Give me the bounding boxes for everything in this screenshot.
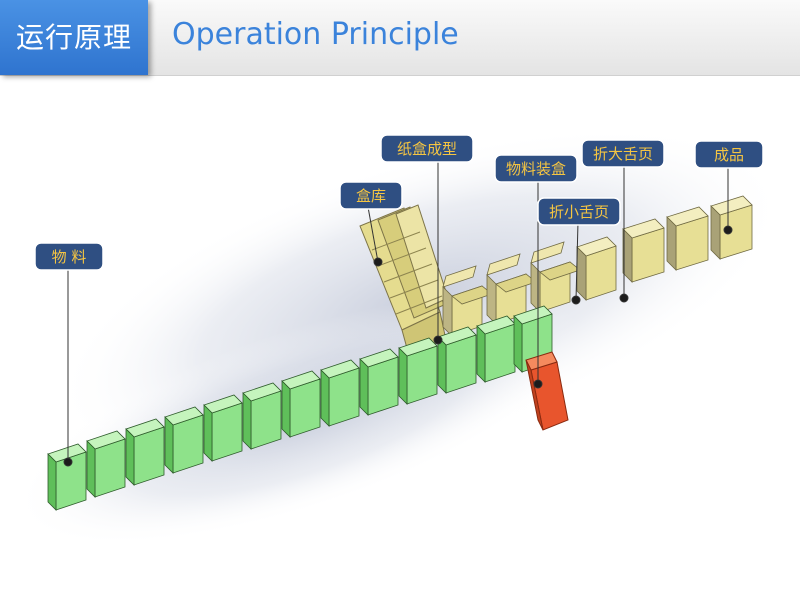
header-bar: 运行原理 Operation Principle (0, 0, 800, 76)
finished-carton (622, 218, 665, 283)
label-material: 物 料 (34, 242, 104, 271)
material-block (242, 382, 282, 450)
finished-carton (666, 206, 709, 271)
label-fold-large-flap: 折大舌页 (581, 139, 665, 168)
open-carton (442, 265, 493, 337)
svg-text:物料装盒: 物料装盒 (506, 160, 566, 178)
label-material-loading: 物料装盒 (494, 154, 578, 183)
material-block (164, 406, 204, 474)
material-block (476, 315, 516, 383)
material-line (47, 305, 553, 511)
label-box-storage: 盒库 (339, 181, 403, 210)
material-block (359, 348, 399, 416)
material-block (203, 394, 243, 462)
material-block (398, 337, 438, 405)
label-finished-product: 成品 (694, 140, 764, 169)
material-block (47, 443, 87, 511)
material-block (86, 430, 126, 498)
section-title-en: Operation Principle (172, 17, 459, 52)
svg-text:盒库: 盒库 (356, 187, 386, 205)
carton-line (622, 195, 753, 283)
material-block (320, 359, 360, 427)
rejected-block (525, 351, 569, 431)
section-title-cn: 运行原理 (0, 0, 148, 75)
label-fold-small-flap: 折小舌页 (537, 197, 621, 226)
material-block (437, 326, 477, 394)
svg-text:物 料: 物 料 (52, 248, 87, 266)
svg-text:折小舌页: 折小舌页 (549, 203, 609, 221)
material-block (125, 418, 165, 486)
open-carton (486, 253, 537, 325)
svg-text:纸盒成型: 纸盒成型 (397, 140, 457, 158)
label-carton-forming: 纸盒成型 (380, 134, 474, 163)
callout-lines (63, 162, 733, 467)
svg-text:折大舌页: 折大舌页 (593, 145, 653, 163)
svg-text:成品: 成品 (714, 146, 744, 164)
material-block (281, 370, 321, 438)
carton-folding-small-flap (576, 236, 617, 301)
